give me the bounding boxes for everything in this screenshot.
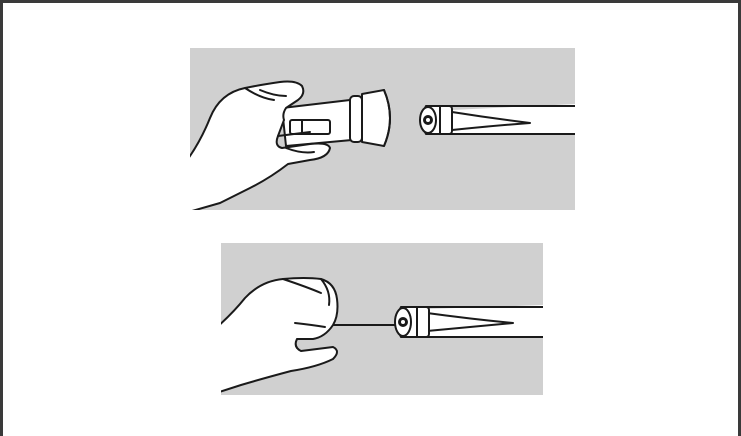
fiber-cable xyxy=(420,104,575,134)
fiber-cable xyxy=(395,305,543,337)
illustration-panel-hold-fiber xyxy=(221,243,543,395)
hold-fiber-illustration xyxy=(221,243,543,395)
illustration-panel-remove-connector xyxy=(190,48,575,210)
remove-connector-illustration xyxy=(190,48,575,210)
